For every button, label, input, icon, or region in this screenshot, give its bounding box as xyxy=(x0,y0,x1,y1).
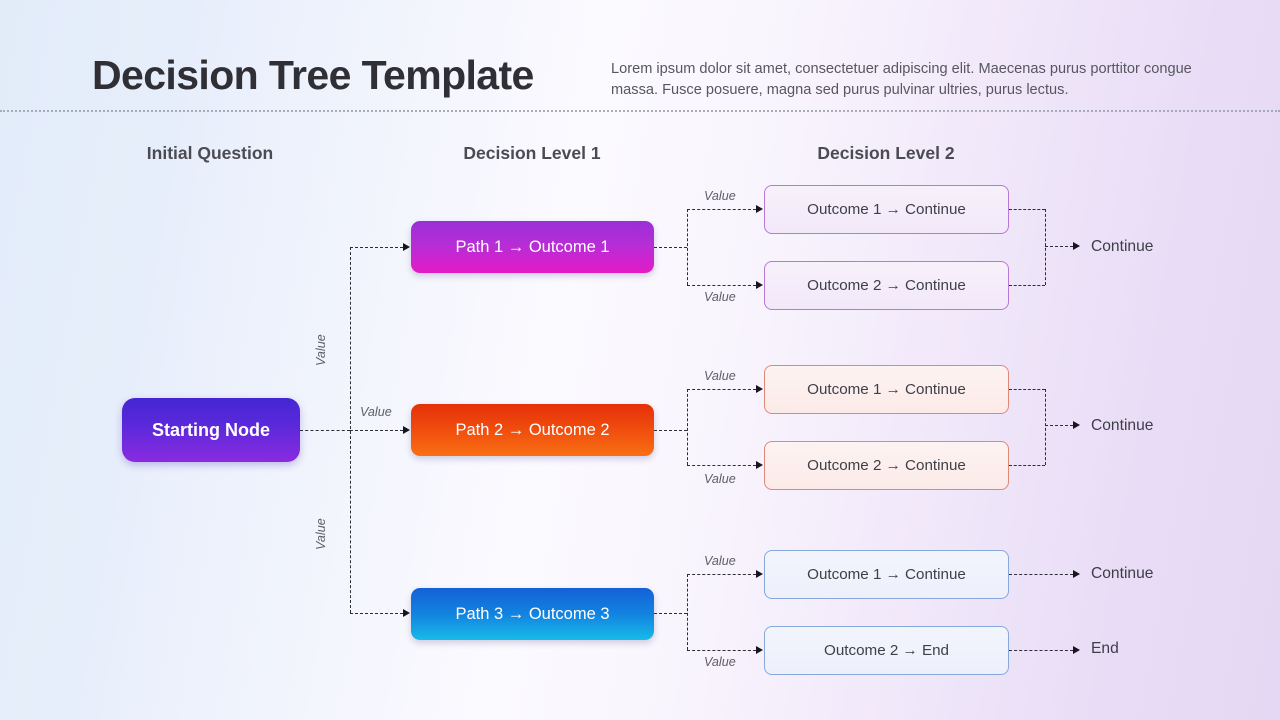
connector-spine-group3 xyxy=(687,574,688,650)
connector-outcome2-1-to-merge xyxy=(1009,389,1045,390)
edge-label-group1-outcome2-value: Value xyxy=(704,290,736,304)
arrowhead-terminal-3a xyxy=(1073,569,1080,578)
connector-group1-to-outcome1 xyxy=(687,209,756,210)
header-divider xyxy=(0,110,1280,112)
connector-group1-to-outcome2 xyxy=(687,285,756,286)
edge-label-group3-outcome2-value: Value xyxy=(704,655,736,669)
connector-path2-to-spine xyxy=(654,430,687,431)
node-outcome-3-1[interactable]: Outcome 1 → Continue xyxy=(764,550,1009,599)
arrowhead-group1-outcome2 xyxy=(756,280,763,289)
page-description: Lorem ipsum dolor sit amet, consectetuer… xyxy=(611,61,1192,98)
page-title: Decision Tree Template xyxy=(92,52,534,98)
edge-label-group3-outcome1-value: Value xyxy=(704,554,736,568)
arrowhead-group3-outcome2 xyxy=(756,645,763,654)
connector-start-to-spine xyxy=(300,430,350,431)
arrowhead-path1 xyxy=(403,242,410,251)
arrowhead-path3 xyxy=(403,608,410,617)
edge-label-path1-value: Value xyxy=(314,334,328,366)
arrowhead-group2-outcome1 xyxy=(756,384,763,393)
terminal-label-2: Continue xyxy=(1091,417,1154,434)
connector-group3-to-outcome2 xyxy=(687,650,756,651)
connector-spine-to-path3 xyxy=(350,613,403,614)
edge-label-path3-value: Value xyxy=(314,518,328,550)
node-path-1[interactable]: Path 1 → Outcome 1 xyxy=(411,221,654,273)
edge-label-group1-outcome1-value: Value xyxy=(704,189,736,203)
node-starting[interactable]: Starting Node xyxy=(122,398,300,462)
terminal-label-1: Continue xyxy=(1091,238,1154,255)
column-header-decision-level-1: Decision Level 1 xyxy=(463,143,601,163)
edge-label-path2-value: Value xyxy=(360,405,392,419)
arrowhead-group3-outcome1 xyxy=(756,569,763,578)
connector-path3-to-spine xyxy=(654,613,687,614)
connector-merge2-to-terminal xyxy=(1045,425,1073,426)
arrowhead-terminal-1 xyxy=(1073,241,1080,250)
connector-merge1-to-terminal xyxy=(1045,246,1073,247)
terminal-label-3b: End xyxy=(1091,640,1119,657)
terminal-label-3a: Continue xyxy=(1091,565,1154,582)
connector-outcome3-2-to-terminal xyxy=(1009,650,1073,651)
node-path-2[interactable]: Path 2 → Outcome 2 xyxy=(411,404,654,456)
arrowhead-terminal-2 xyxy=(1073,420,1080,429)
connector-merge-group1 xyxy=(1045,209,1046,285)
connector-outcome1-2-to-merge xyxy=(1009,285,1045,286)
connector-spine-group2 xyxy=(687,389,688,465)
connector-outcome3-1-to-terminal xyxy=(1009,574,1073,575)
connector-merge-group2 xyxy=(1045,389,1046,465)
arrowhead-group1-outcome1 xyxy=(756,204,763,213)
node-outcome-2-1[interactable]: Outcome 1 → Continue xyxy=(764,365,1009,414)
connector-outcome1-1-to-merge xyxy=(1009,209,1045,210)
arrowhead-terminal-3b xyxy=(1073,645,1080,654)
connector-group2-to-outcome1 xyxy=(687,389,756,390)
arrowhead-group2-outcome2 xyxy=(756,460,763,469)
connector-spine-to-path2 xyxy=(350,430,403,431)
edge-label-group2-outcome1-value: Value xyxy=(704,369,736,383)
connector-group3-to-outcome1 xyxy=(687,574,756,575)
connector-spine-group1 xyxy=(687,209,688,285)
node-outcome-1-2[interactable]: Outcome 2 → Continue xyxy=(764,261,1009,310)
connector-group2-to-outcome2 xyxy=(687,465,756,466)
node-outcome-1-1[interactable]: Outcome 1 → Continue xyxy=(764,185,1009,234)
connector-outcome2-2-to-merge xyxy=(1009,465,1045,466)
node-path-3[interactable]: Path 3 → Outcome 3 xyxy=(411,588,654,640)
connector-spine-to-path1 xyxy=(350,247,403,248)
column-header-decision-level-2: Decision Level 2 xyxy=(817,143,955,163)
column-header-initial-question: Initial Question xyxy=(146,143,274,163)
node-outcome-2-2[interactable]: Outcome 2 → Continue xyxy=(764,441,1009,490)
arrowhead-path2 xyxy=(403,425,410,434)
node-outcome-3-2[interactable]: Outcome 2 → End xyxy=(764,626,1009,675)
edge-label-group2-outcome2-value: Value xyxy=(704,472,736,486)
connector-path1-to-spine xyxy=(654,247,687,248)
